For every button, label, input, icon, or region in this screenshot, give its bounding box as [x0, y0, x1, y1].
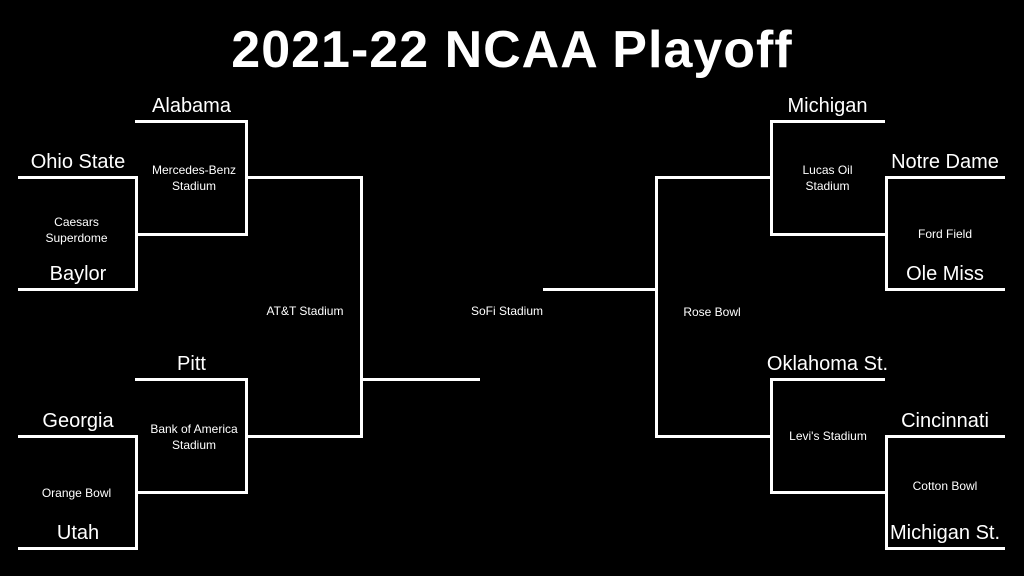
stadium-label-bank-of-america: Bank of America Stadium — [150, 422, 238, 452]
stadium-label-orange-bowl: Orange Bowl — [41, 486, 112, 500]
line-firstround-right-bottom-winner — [772, 491, 888, 494]
line-seed-michigan — [770, 120, 885, 123]
line-semifinal-right-winner — [543, 288, 658, 291]
line-seed-pitt — [135, 378, 248, 381]
team-label-michigan-st: Michigan St. — [889, 522, 1001, 544]
line-team-cincinnati — [885, 435, 1005, 438]
line-team-michigan-st — [885, 547, 1005, 550]
line-team-notre-dame — [885, 176, 1005, 179]
line-quarterfinal-left-top-winner — [245, 176, 363, 179]
stadium-label-lucas-oil: Lucas Oil Stadium — [802, 163, 853, 193]
line-semifinal-left-connector — [360, 176, 363, 438]
line-seed-alabama — [135, 120, 248, 123]
line-semifinal-left-winner — [360, 378, 480, 381]
team-label-oklahoma-st: Oklahoma St. — [766, 353, 889, 375]
line-semifinal-right-connector — [655, 176, 658, 438]
team-label-ole-miss: Ole Miss — [906, 263, 984, 285]
stadium-label-ford-field: Ford Field — [917, 227, 973, 241]
line-firstround-right-top-winner — [772, 233, 888, 236]
team-label-pitt: Pitt — [177, 353, 206, 375]
stadium-label-att-stadium: AT&T Stadium — [266, 304, 344, 318]
line-firstround-left-bottom-winner — [135, 491, 248, 494]
team-label-ohio-state: Ohio State — [30, 151, 126, 173]
stadium-label-levis-stadium: Levi's Stadium — [789, 429, 867, 443]
team-label-michigan: Michigan — [787, 95, 868, 117]
line-quarterfinal-right-bottom-winner — [655, 435, 773, 438]
stadium-label-sofi-stadium: SoFi Stadium — [470, 304, 544, 318]
line-quarterfinal-right-top-winner — [655, 176, 773, 179]
team-label-notre-dame: Notre Dame — [891, 151, 999, 173]
line-firstround-left-top-winner — [135, 233, 248, 236]
stadium-label-mercedes-benz: Mercedes-Benz Stadium — [151, 163, 237, 193]
team-label-utah: Utah — [56, 522, 100, 544]
stadium-label-caesars-superdome: Caesars Superdome — [45, 215, 108, 245]
page-title: 2021-22 NCAA Playoff — [231, 21, 793, 79]
line-team-baylor — [18, 288, 138, 291]
stadium-label-cotton-bowl: Cotton Bowl — [912, 479, 978, 493]
stadium-label-rose-bowl: Rose Bowl — [683, 305, 741, 319]
line-team-utah — [18, 547, 138, 550]
line-team-georgia — [18, 435, 138, 438]
line-seed-oklahoma-st — [770, 378, 885, 381]
team-label-georgia: Georgia — [42, 410, 114, 432]
team-label-baylor: Baylor — [49, 263, 107, 285]
line-quarterfinal-left-bottom-winner — [245, 435, 363, 438]
line-team-ole-miss — [885, 288, 1005, 291]
team-label-cincinnati: Cincinnati — [901, 410, 989, 432]
team-label-alabama: Alabama — [152, 95, 231, 117]
line-team-ohio-state — [18, 176, 138, 179]
